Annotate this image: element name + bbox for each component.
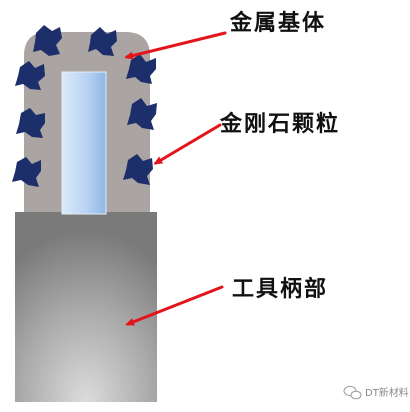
diamond-arrow xyxy=(153,123,222,165)
diamond-particle xyxy=(16,108,45,138)
diamond-label: 金刚石颗粒 xyxy=(219,111,340,137)
tool-shank xyxy=(15,212,157,402)
diamond-particle xyxy=(33,25,62,56)
shank-arrow xyxy=(125,285,224,326)
wechat-icon xyxy=(343,385,362,400)
diamond-particle xyxy=(88,27,117,56)
inner-core xyxy=(61,71,107,215)
callout-arrows xyxy=(124,31,227,326)
matrix-arrow xyxy=(124,31,227,60)
diamond-particle xyxy=(126,54,156,84)
shank-label: 工具柄部 xyxy=(232,276,328,302)
diamond-particles xyxy=(12,25,157,187)
diamond-particle xyxy=(15,61,45,90)
diamond-particle xyxy=(12,157,41,187)
diamond-particle xyxy=(127,98,157,130)
diamond-particle xyxy=(123,154,153,185)
watermark: DT新材料 xyxy=(343,385,409,400)
watermark-text: DT新材料 xyxy=(365,386,409,399)
matrix-label: 金属基体 xyxy=(229,10,326,36)
